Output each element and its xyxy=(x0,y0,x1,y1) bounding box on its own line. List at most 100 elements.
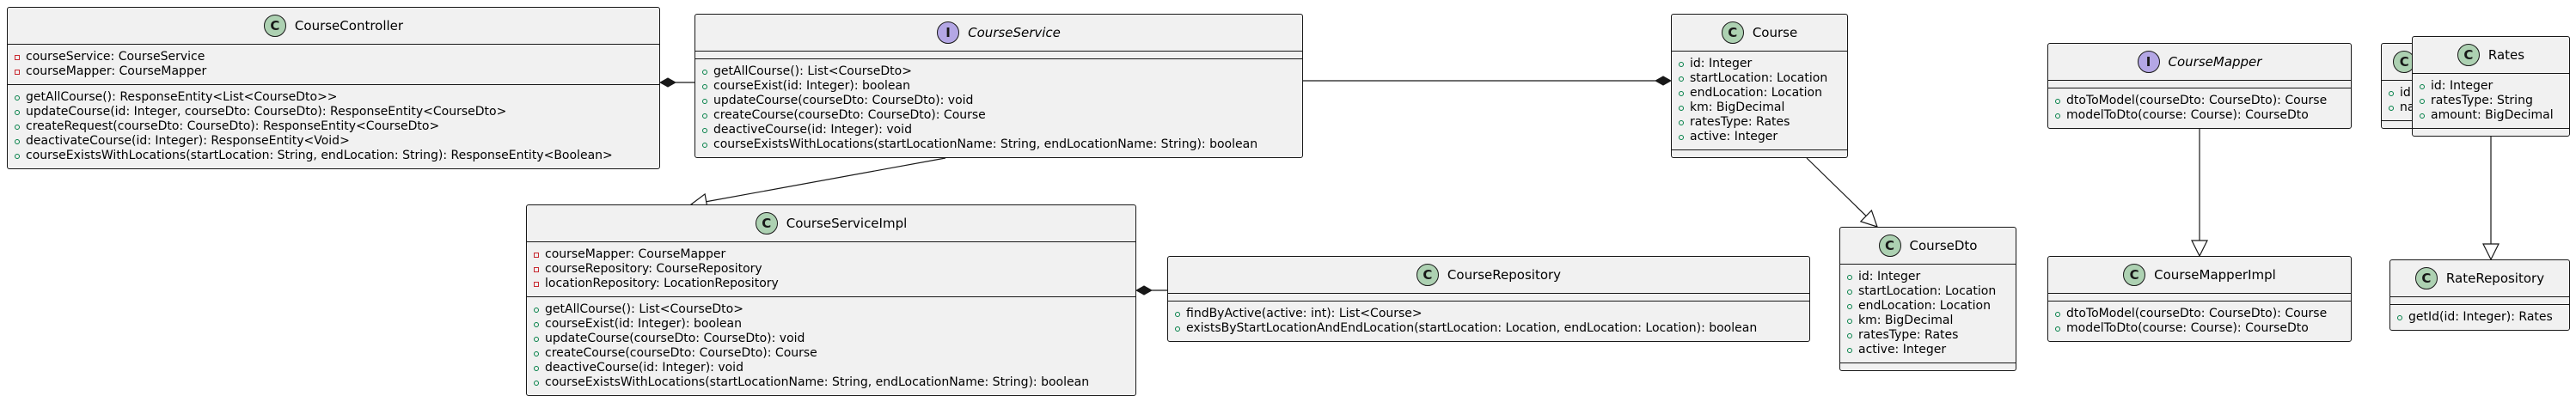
method-row: updateCourse(courseDto: CourseDto): void xyxy=(527,332,1135,346)
field-text: ratesType: Rates xyxy=(1690,115,1790,129)
method-text: getAllCourse(): List<CourseDto> xyxy=(713,64,912,78)
class-name: CourseRepository xyxy=(1447,267,1562,283)
public-marker-icon xyxy=(2387,104,2395,113)
class-badge-icon: C xyxy=(1878,235,1901,257)
public-marker-icon xyxy=(1845,317,1854,326)
field-text: ratesType: Rates xyxy=(1858,328,1959,342)
methods-section xyxy=(1672,149,1847,157)
method-row: getAllCourse(): ResponseEntity<List<Cour… xyxy=(8,90,659,105)
public-marker-icon xyxy=(1677,119,1686,127)
method-row: createCourse(courseDto: CourseDto): Cour… xyxy=(695,108,1302,123)
methods-section: getAllCourse(): ResponseEntity<List<Cour… xyxy=(8,84,659,168)
public-marker-icon xyxy=(2053,310,2062,319)
method-text: updateCourse(courseDto: CourseDto): void xyxy=(545,332,805,345)
field-row: id: Integer xyxy=(1672,57,1847,71)
fields-section xyxy=(2048,81,2351,88)
method-row: updateCourse(courseDto: CourseDto): void xyxy=(695,94,1302,108)
fields-section xyxy=(2390,297,2569,304)
field-row: id: Integer xyxy=(1840,270,2016,284)
public-marker-icon xyxy=(2053,325,2062,333)
method-row: courseExist(id: Integer): boolean xyxy=(527,317,1135,332)
method-row: dtoToModel(courseDto: CourseDto): Course xyxy=(2048,94,2351,108)
field-row: km: BigDecimal xyxy=(1672,101,1847,115)
public-marker-icon xyxy=(1173,310,1182,319)
field-row: locationRepository: LocationRepository xyxy=(527,277,1135,291)
field-row: courseMapper: CourseMapper xyxy=(527,247,1135,262)
method-text: getId(id: Integer): Rates xyxy=(2408,310,2553,324)
public-marker-icon xyxy=(1677,104,1686,113)
field-row: ratesType: String xyxy=(2413,94,2569,108)
method-text: updateCourse(id: Integer, courseDto: Cou… xyxy=(26,105,507,119)
interface-badge-icon: I xyxy=(937,21,960,44)
public-marker-icon xyxy=(2053,112,2062,120)
public-marker-icon xyxy=(1845,332,1854,340)
field-row: startLocation: Location xyxy=(1672,71,1847,86)
method-text: createRequest(courseDto: CourseDto): Res… xyxy=(26,119,440,133)
method-text: courseExistsWithLocations(startLocationN… xyxy=(713,137,1258,151)
class-course-mapper-impl[interactable]: C CourseMapperImpl dtoToModel(courseDto: C… xyxy=(2047,256,2352,342)
public-marker-icon xyxy=(2418,112,2426,120)
public-marker-icon xyxy=(532,379,541,387)
field-row: endLocation: Location xyxy=(1672,86,1847,101)
class-badge-icon: C xyxy=(755,212,778,235)
method-row: updateCourse(id: Integer, courseDto: Cou… xyxy=(8,105,659,119)
public-marker-icon xyxy=(1845,273,1854,282)
class-name: CourseMapperImpl xyxy=(2154,267,2276,283)
public-marker-icon xyxy=(1677,60,1686,69)
method-row: courseExist(id: Integer): boolean xyxy=(695,79,1302,94)
class-name: CourseMapper xyxy=(2168,54,2262,70)
public-marker-icon xyxy=(13,123,21,131)
method-row: courseExistsWithLocations(startLocationN… xyxy=(695,137,1302,152)
public-marker-icon xyxy=(1677,75,1686,83)
public-marker-icon xyxy=(2387,89,2395,98)
public-marker-icon xyxy=(701,141,709,149)
public-marker-icon xyxy=(532,306,541,314)
relations-layer xyxy=(658,76,2500,295)
field-row: active: Integer xyxy=(1672,130,1847,144)
method-row: createCourse(courseDto: CourseDto): Cour… xyxy=(527,346,1135,361)
public-marker-icon xyxy=(1845,288,1854,296)
method-row: dtoToModel(courseDto: CourseDto): Course xyxy=(2048,307,2351,321)
methods-section: getAllCourse(): List<CourseDto>courseExi… xyxy=(527,296,1135,395)
public-marker-icon xyxy=(1677,89,1686,98)
class-badge-icon: C xyxy=(2123,264,2146,286)
field-text: ratesType: String xyxy=(2431,94,2533,107)
method-text: modelToDto(course: Course): CourseDto xyxy=(2066,108,2309,122)
methods-section xyxy=(2413,128,2569,136)
public-marker-icon xyxy=(1677,133,1686,142)
fields-section xyxy=(695,52,1302,58)
public-marker-icon xyxy=(2395,314,2404,322)
method-text: existsByStartLocationAndEndLocation(star… xyxy=(1186,321,1758,335)
method-row: existsByStartLocationAndEndLocation(star… xyxy=(1168,321,1809,336)
public-marker-icon xyxy=(701,97,709,106)
fields-section xyxy=(1168,294,1809,301)
method-text: createCourse(courseDto: CourseDto): Cour… xyxy=(545,346,817,360)
field-row: courseRepository: CourseRepository xyxy=(527,262,1135,277)
class-badge-icon: C xyxy=(263,15,286,37)
method-row: courseExistsWithLocations(startLocationN… xyxy=(527,375,1135,390)
private-marker-icon xyxy=(532,280,541,289)
class-badge-icon: C xyxy=(2393,51,2416,73)
method-text: findByActive(active: int): List<Course> xyxy=(1186,307,1423,320)
method-text: courseExist(id: Integer): boolean xyxy=(545,317,742,331)
public-marker-icon xyxy=(1845,346,1854,355)
fields-section xyxy=(2048,294,2351,301)
method-text: updateCourse(courseDto: CourseDto): void xyxy=(713,94,974,107)
method-row: modelToDto(course: Course): CourseDto xyxy=(2048,321,2351,336)
